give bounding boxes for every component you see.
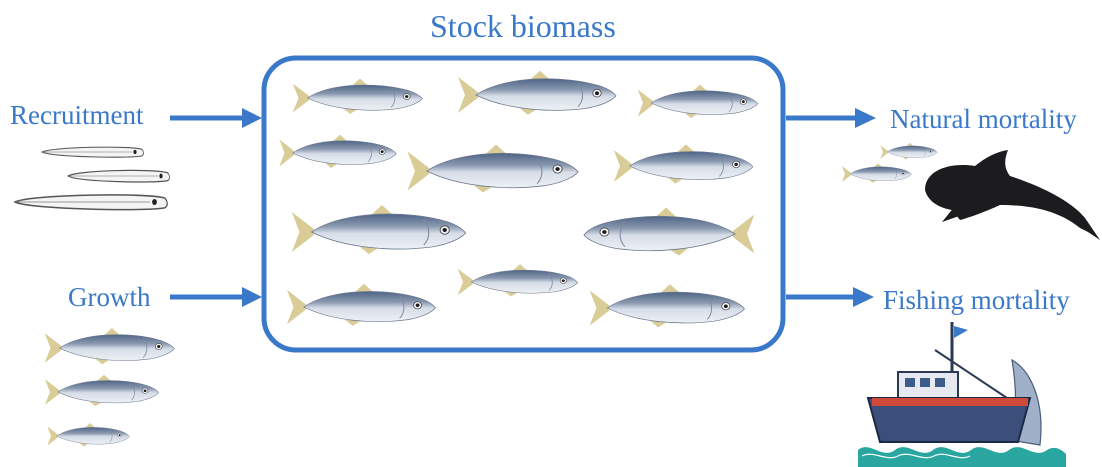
fish-icon: [638, 85, 758, 118]
pilot-whale-icon: [925, 150, 1100, 240]
fishing-mortality-arrow: [786, 287, 874, 307]
fish-icon: [292, 205, 466, 254]
recruitment-arrow: [170, 108, 262, 128]
fish-icon: [458, 264, 578, 296]
fish-icon: [293, 79, 423, 114]
fishing-boat-icon: [858, 322, 1066, 467]
fish-icon: [590, 284, 745, 327]
fish-icon: [407, 145, 578, 193]
fish-icon: [584, 208, 755, 256]
fish-icon: [458, 71, 616, 115]
prey-fish-icon: [842, 143, 937, 183]
larva-fish-icon: [15, 147, 170, 209]
growth-arrow: [170, 287, 262, 307]
fish-icon: [287, 284, 436, 326]
juvenile-fish-icon: [45, 328, 175, 447]
fish-icon: [279, 135, 396, 168]
natural-mortality-arrow: [786, 108, 876, 128]
fish-icon: [614, 144, 753, 183]
stock-fish-group: [279, 71, 757, 328]
